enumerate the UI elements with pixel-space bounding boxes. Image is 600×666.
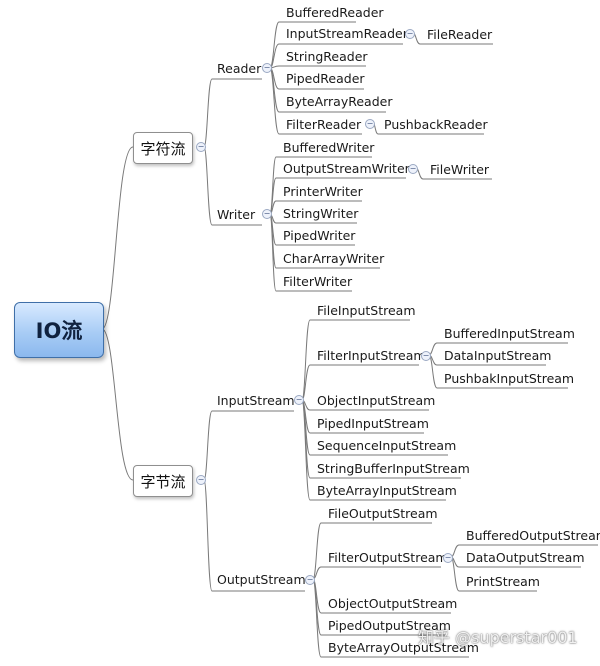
node-inputstream-reader[interactable]: InputStreamReader — [286, 26, 408, 41]
node-pushbak-inputstream[interactable]: PushbakInputStream — [444, 371, 575, 386]
node-piped-reader[interactable]: PipedReader — [286, 71, 365, 86]
node-file-reader[interactable]: FileReader — [427, 27, 493, 42]
node-piped-inputstream[interactable]: PipedInputStream — [317, 416, 429, 431]
collapse-toggle-icon[interactable]: − — [262, 63, 272, 73]
node-string-writer[interactable]: StringWriter — [283, 206, 359, 221]
collapse-toggle-icon[interactable]: − — [294, 395, 304, 405]
node-printer-writer[interactable]: PrinterWriter — [283, 184, 363, 199]
watermark: 知乎 @superstar001 — [418, 628, 578, 647]
node-object-inputstream[interactable]: ObjectInputStream — [317, 393, 436, 408]
connector-line — [269, 213, 277, 292]
node-bytearray-reader[interactable]: ByteArrayReader — [286, 94, 393, 109]
connector-line — [203, 479, 213, 592]
node-data-inputstream[interactable]: DataInputStream — [444, 348, 552, 363]
node-filter-inputstream[interactable]: FilterInputStream — [317, 348, 426, 363]
connector-line — [312, 578, 322, 658]
root-label: IO流 — [35, 319, 83, 343]
connector-line — [203, 78, 213, 148]
node-data-outputstream[interactable]: DataOutputStream — [466, 550, 585, 565]
node-file-writer[interactable]: FileWriter — [430, 162, 490, 177]
node-piped-writer[interactable]: PipedWriter — [283, 228, 356, 243]
connector-line — [312, 522, 322, 580]
node-file-outputstream[interactable]: FileOutputStream — [328, 506, 438, 521]
node-buffered-outputstream[interactable]: BufferedOutputStream — [466, 528, 600, 543]
collapse-toggle-icon[interactable]: − — [405, 29, 415, 39]
collapse-toggle-icon[interactable]: − — [196, 142, 206, 152]
group-node-writer[interactable]: Writer — [217, 207, 256, 222]
category-node-byte-stream[interactable]: 字节流 — [133, 465, 193, 497]
connector-line — [203, 410, 213, 481]
root-node-io[interactable]: IO流 — [14, 302, 104, 358]
node-print-stream[interactable]: PrintStream — [466, 574, 540, 589]
group-node-outputstream[interactable]: OutputStream — [217, 572, 306, 587]
node-buffered-reader[interactable]: BufferedReader — [286, 5, 384, 20]
group-node-inputstream[interactable]: InputStream — [217, 393, 295, 408]
collapse-toggle-icon[interactable]: − — [365, 119, 375, 129]
collapse-toggle-icon[interactable]: − — [262, 209, 272, 219]
node-stringbuffer-inputstream[interactable]: StringBufferInputStream — [317, 461, 470, 476]
connector-line — [101, 328, 134, 481]
collapse-toggle-icon[interactable]: − — [408, 164, 418, 174]
collapse-toggle-icon[interactable]: − — [443, 553, 453, 563]
node-chararray-writer[interactable]: CharArrayWriter — [283, 251, 385, 266]
node-pushback-reader[interactable]: PushbackReader — [384, 117, 488, 132]
node-bytearray-outputstream[interactable]: ByteArrayOutputStream — [328, 640, 479, 655]
connector-line — [301, 319, 311, 401]
connector-line — [203, 146, 213, 226]
node-sequence-inputstream[interactable]: SequenceInputStream — [317, 438, 457, 453]
node-filter-outputstream[interactable]: FilterOutputStream — [328, 550, 448, 565]
node-buffered-inputstream[interactable]: BufferedInputStream — [444, 326, 575, 341]
collapse-toggle-icon[interactable]: − — [196, 475, 206, 485]
category-node-char-stream[interactable]: 字符流 — [133, 132, 193, 164]
node-outputstream-writer[interactable]: OutputStreamWriter — [283, 161, 410, 176]
group-node-reader[interactable]: Reader — [217, 61, 262, 76]
connector-line — [101, 146, 134, 330]
collapse-toggle-icon[interactable]: − — [305, 575, 315, 585]
connector-line — [301, 399, 311, 501]
node-filter-writer[interactable]: FilterWriter — [283, 274, 353, 289]
collapse-toggle-icon[interactable]: − — [421, 351, 431, 361]
node-file-inputstream[interactable]: FileInputStream — [317, 303, 416, 318]
node-object-outputstream[interactable]: ObjectOutputStream — [328, 596, 458, 611]
node-string-reader[interactable]: StringReader — [286, 49, 368, 64]
category-label: 字节流 — [140, 472, 186, 491]
node-filter-reader[interactable]: FilterReader — [286, 117, 362, 132]
node-piped-outputstream[interactable]: PipedOutputStream — [328, 618, 451, 633]
node-bytearray-inputstream[interactable]: ByteArrayInputStream — [317, 483, 457, 498]
node-buffered-writer[interactable]: BufferedWriter — [283, 140, 375, 155]
category-label: 字符流 — [140, 139, 186, 158]
